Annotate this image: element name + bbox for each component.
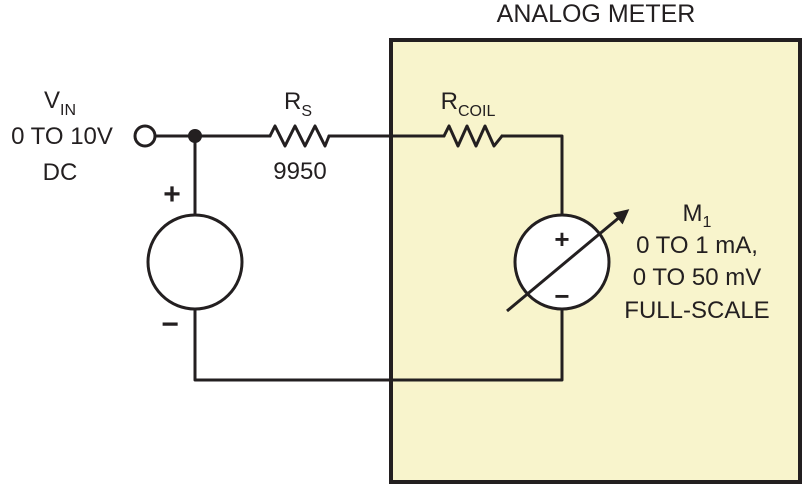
source-plus-sign: +: [163, 178, 181, 211]
meter-plus-sign: +: [554, 224, 569, 254]
series-resistor-icon: [268, 124, 331, 148]
meter-needle-arrow-icon: [506, 209, 630, 313]
series-resistor-value: 9950: [273, 158, 326, 185]
input-range-label: 0 TO 10V: [11, 123, 113, 150]
coil-resistor-subscript: COIL: [458, 103, 495, 120]
input-voltage-name: V: [44, 87, 60, 114]
meter-name-label: M1: [683, 200, 712, 231]
coil-resistor-label: RCOIL: [441, 88, 496, 120]
voltage-source-icon: [146, 213, 244, 311]
series-resistor-name: R: [284, 88, 301, 115]
junction-dot-icon: [188, 129, 202, 143]
coil-resistor-icon: [442, 124, 504, 148]
series-resistor-label: RS: [284, 88, 312, 120]
input-terminal-icon: [133, 124, 157, 148]
input-voltage-label: VIN: [44, 87, 76, 119]
top-wire-right: [500, 134, 564, 216]
meter-box-title: ANALOG METER: [497, 0, 696, 28]
meter-minus-sign: −: [554, 281, 569, 311]
meter-subscript: 1: [703, 214, 712, 231]
input-type-label: DC: [43, 159, 78, 186]
meter-spec-voltage: 0 TO 50 mV: [633, 264, 762, 291]
bottom-return-wire: [193, 307, 564, 382]
coil-resistor-name: R: [441, 88, 458, 115]
meter-spec-fullscale: FULL-SCALE: [624, 297, 769, 324]
meter-name: M: [683, 200, 703, 227]
source-minus-sign: −: [161, 308, 179, 341]
series-resistor-subscript: S: [301, 103, 312, 120]
meter-spec-current: 0 TO 1 mA,: [636, 232, 758, 259]
input-voltage-subscript: IN: [60, 102, 76, 119]
